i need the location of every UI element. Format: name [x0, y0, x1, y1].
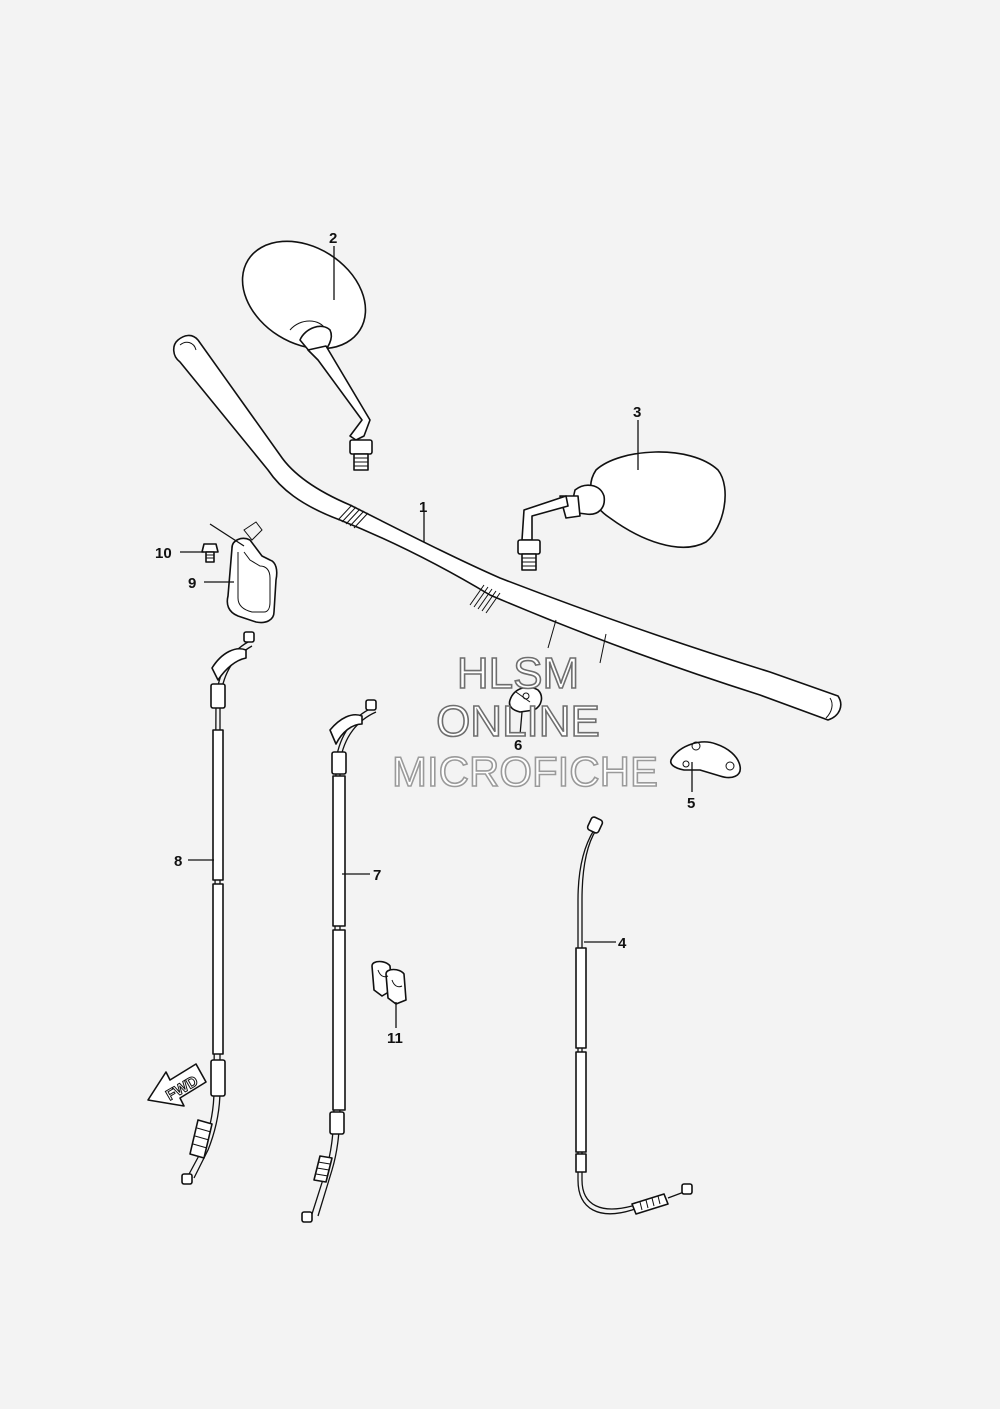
cable-8[interactable]	[181, 631, 255, 1185]
callout-9: 9	[188, 575, 196, 592]
mirror-right[interactable]	[517, 451, 726, 571]
callout-5: 5	[687, 795, 695, 812]
screw[interactable]	[201, 543, 219, 563]
cable-holder[interactable]	[371, 960, 407, 1005]
leader-10b	[209, 523, 245, 547]
leader-lines	[180, 246, 693, 1028]
bracket[interactable]	[669, 741, 742, 779]
callout-2: 2	[329, 230, 337, 247]
cable-7[interactable]	[301, 699, 377, 1223]
watermark-line3: MICROFICHE	[392, 748, 658, 795]
watermark: HLSM ONLINE MICROFICHE	[391, 648, 659, 796]
watermark-line1: HLSM	[457, 649, 579, 698]
callout-10: 10	[155, 545, 172, 562]
callout-4: 4	[618, 935, 627, 952]
callout-8: 8	[174, 853, 182, 870]
callout-7: 7	[373, 867, 381, 884]
callout-1: 1	[419, 499, 427, 516]
leader-6	[519, 711, 523, 736]
fwd-arrow: FWD	[147, 1063, 207, 1107]
clamp[interactable]	[508, 686, 543, 713]
watermark-line2: ONLINE	[436, 697, 600, 746]
handlebar[interactable]	[172, 334, 842, 721]
cable-4[interactable]	[575, 816, 693, 1215]
callout-6: 6	[514, 737, 522, 754]
callout-11: 11	[387, 1030, 403, 1047]
callout-labels: 1 2 3 4 5 6 7 8 9 10 11	[155, 230, 695, 1047]
loop-clip[interactable]	[226, 521, 278, 624]
callout-3: 3	[633, 404, 641, 421]
mirror-left[interactable]	[223, 219, 386, 471]
